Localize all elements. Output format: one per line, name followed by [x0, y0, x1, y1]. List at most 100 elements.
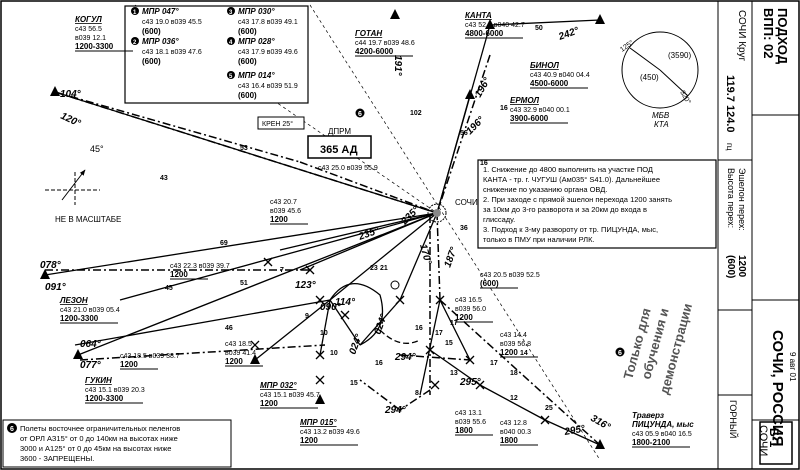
note-line: КАНТА - тр. г. ЧУГУШ (Ам035° S41.0). Дал…: [483, 175, 660, 184]
bearing-label: 294°: [394, 352, 417, 363]
mpr-alt: (600): [142, 57, 161, 66]
svg-text:с43 40.9 в040 04.4: с43 40.9 в040 04.4: [530, 72, 590, 79]
svg-text:3900-6000: 3900-6000: [510, 114, 549, 123]
svg-text:с43 18.5: с43 18.5: [225, 341, 252, 348]
transition-value-1: 1200: [736, 255, 747, 278]
route-line-solid: [439, 299, 471, 361]
city-label: СОЧИ, РОССИЯ: [769, 330, 786, 446]
segment-distance: 16: [415, 325, 423, 332]
svg-text:в039 45.6: в039 45.6: [270, 208, 301, 215]
note-line: снижение по указанию органа ОВД.: [483, 185, 607, 194]
bottom-note-line: 3600 - ЗАПРЕЩЕНЫ.: [20, 454, 94, 463]
segment-distance: 7: [280, 267, 284, 274]
segment-distance: 15: [445, 340, 453, 347]
segment-distance: 17: [435, 330, 443, 337]
svg-text:1200: 1200: [120, 360, 138, 369]
mountain-label: ГОРНЫЙ: [728, 400, 739, 438]
segment-distance: 50: [535, 25, 543, 32]
route-line-dashdot: [54, 91, 301, 163]
fix-circle: [390, 280, 400, 290]
svg-text:1200: 1200: [455, 313, 473, 322]
bearing-label: 091°: [45, 282, 67, 293]
route-line-dashdot: [399, 354, 471, 361]
svg-text:45°: 45°: [90, 144, 104, 154]
route-line-solid: [254, 299, 331, 361]
bearing-label: 170°: [417, 243, 433, 267]
svg-text:с43 14.4: с43 14.4: [500, 332, 527, 339]
route-line-solid: [329, 212, 438, 301]
route-line-solid: [279, 212, 438, 251]
segment-distance: 43: [160, 175, 168, 182]
mpr-coord: с43 18.1 в039 47.6: [142, 49, 202, 56]
bearing-label: 123°: [295, 280, 317, 291]
svg-text:1200-3300: 1200-3300: [75, 42, 114, 51]
svg-text:МПР 032°: МПР 032°: [260, 381, 297, 390]
svg-text:КАНТА: КАНТА: [465, 11, 492, 20]
segment-distance: 36: [460, 225, 468, 232]
fix-triangle: [50, 86, 60, 96]
route-line-solid: [399, 212, 438, 301]
svg-text:с43 22.3 в039 39.7: с43 22.3 в039 39.7: [170, 263, 230, 270]
dprm-value: 365 АД: [320, 144, 358, 156]
svg-text:1800: 1800: [500, 436, 518, 445]
svg-text:1200-3300: 1200-3300: [60, 314, 99, 323]
note-line: только в ПМУ при наличии РЛК.: [483, 235, 595, 244]
svg-text:ГОТАН: ГОТАН: [355, 29, 382, 38]
segment-distance: 16: [375, 360, 383, 367]
msa-sub: КТА: [654, 120, 669, 129]
waypoint-cross: [435, 295, 445, 305]
waypoint-cross: [475, 380, 485, 390]
dprm-label: ДПРМ: [328, 127, 351, 136]
bearing-label: 024°: [372, 312, 390, 336]
frequency-label: СОЧИ Круг: [736, 10, 747, 61]
waypoint-cross: [430, 380, 440, 390]
bearing-label: 295°: [563, 423, 587, 438]
svg-text:БИНОЛ: БИНОЛ: [530, 61, 559, 70]
svg-text:ЕРМОЛ: ЕРМОЛ: [510, 96, 539, 105]
sochi-label: СОЧИ: [455, 198, 478, 207]
segment-distance: 10: [320, 330, 328, 337]
transition-label-1: Эшелон перех:: [737, 168, 747, 231]
segment-distance: 17: [450, 320, 458, 327]
mpr-coord: с43 17.8 в039 49.1: [238, 19, 298, 26]
route-line-solid: [44, 212, 438, 276]
not-to-scale: НЕ В МАСШТАБЕ: [55, 215, 121, 224]
route-line-dashdot: [439, 299, 601, 446]
svg-text:в039 55.6: в039 55.6: [455, 419, 486, 426]
svg-text:в039 41.4: в039 41.4: [225, 350, 256, 357]
segment-distance: 17: [490, 360, 498, 367]
svg-text:с43 32.9 в040 00.1: с43 32.9 в040 00.1: [510, 107, 570, 114]
transition-label-2: Высота перех:: [726, 168, 736, 228]
mpr-num: 1: [133, 10, 137, 16]
frequency-values: 119.7 124.0: [724, 75, 736, 133]
date-label: 9 авг 01: [788, 352, 797, 382]
mpr-name: МПР 014°: [238, 71, 275, 80]
route-line-solid: [119, 212, 438, 301]
route-line-solid: [74, 299, 331, 346]
route-line-solid: [489, 19, 601, 26]
right-sidebar: СОЧИ Круг 119.7 124.0 гц Эшелон перех: В…: [717, 1, 799, 469]
point-label: с43 20.5 в039 52.5(600): [480, 272, 540, 289]
fix-triangle: [595, 14, 605, 24]
bearing-label: 077°: [80, 360, 102, 371]
bearing-label: 196°: [464, 114, 487, 137]
fix-triangle: [315, 394, 325, 404]
svg-text:с43 15.1 в039 45.7: с43 15.1 в039 45.7: [260, 392, 320, 399]
mpr-name: МПР 028°: [238, 37, 275, 46]
waypoint-cross: [465, 355, 475, 365]
mpr-coord: с43 16.4 в039 51.9: [238, 83, 298, 90]
kren-label: КРЕН 25°: [262, 120, 293, 128]
route-line-solid: [436, 94, 471, 214]
svg-text:КОГУЛ: КОГУЛ: [75, 15, 102, 24]
runway-label: ВПП: 02: [761, 8, 776, 58]
svg-text:с43 18.5 в039 38.7: с43 18.5 в039 38.7: [120, 353, 180, 360]
mpr-alt: (600): [238, 27, 257, 36]
frequency-unit: гц: [725, 143, 734, 151]
